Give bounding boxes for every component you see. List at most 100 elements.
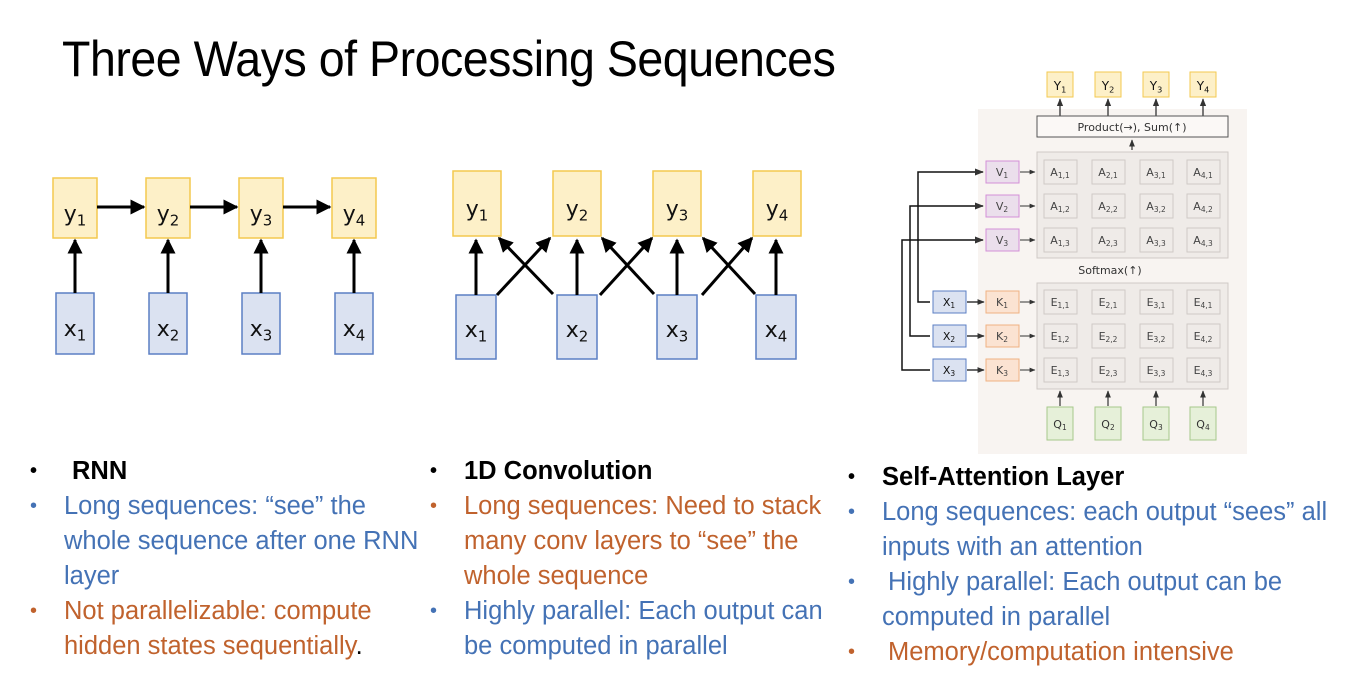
aggregate-label: Product(→), Sum(↑) <box>1077 121 1186 134</box>
bullet-item: • Highly parallel: Each output can be com… <box>430 594 840 664</box>
rnn-input-box <box>148 292 188 355</box>
attention-weight-cell <box>1139 193 1174 219</box>
attention-weight-cell-label: A2,3 <box>1098 234 1118 248</box>
conv-output-box <box>752 170 802 237</box>
value-label: V3 <box>996 234 1009 248</box>
energy-cell-label: E4,1 <box>1194 296 1213 310</box>
attention-output-box <box>1094 71 1122 98</box>
slide-title: Three Ways of Processing Sequences <box>62 31 836 87</box>
attention-output-box <box>1189 71 1217 98</box>
rnn-input-label: x4 <box>343 317 366 344</box>
query-box <box>1189 406 1217 441</box>
rnn-bullets: • RNN • Long sequences: “see” the whole seq… <box>30 454 430 664</box>
value-box <box>985 228 1020 252</box>
bullet-icon: • <box>30 495 38 517</box>
energy-cell-label: E1,1 <box>1051 296 1070 310</box>
input-label: X1 <box>943 296 956 310</box>
conv-output-box <box>552 170 602 237</box>
input-to-value-route <box>901 236 984 371</box>
bullet-icon: • <box>848 641 856 663</box>
bullet-text: Long sequences: Need to stack many conv … <box>464 492 822 590</box>
energy-cell-label: E3,2 <box>1147 330 1166 344</box>
attention-output-label: Y3 <box>1149 79 1163 94</box>
value-label: V1 <box>996 166 1009 180</box>
attention-weight-cell <box>1139 227 1174 253</box>
attention-output-box <box>1142 71 1170 98</box>
conv-output-box <box>652 170 702 237</box>
bullet-icon: • <box>848 571 856 593</box>
key-label: K2 <box>996 330 1008 344</box>
attention-output-label: Y2 <box>1101 79 1115 94</box>
bullet-item: •Long sequences: Need to stack many conv… <box>430 489 840 594</box>
conv-output-label: y3 <box>666 197 689 224</box>
attention-weight-cell-label: A3,2 <box>1146 200 1165 214</box>
bullet-icon: • <box>30 460 38 482</box>
attention-weight-cell-label: A1,2 <box>1050 200 1069 214</box>
attention-output-label: Y1 <box>1053 79 1067 94</box>
conv-output-label: y1 <box>466 197 489 224</box>
energy-cell-label: E3,3 <box>1147 364 1166 378</box>
bullet-icon: • <box>848 466 856 488</box>
rnn-output-box <box>331 177 377 239</box>
rnn-output-label: y3 <box>250 202 273 229</box>
energy-cell-label: E4,2 <box>1194 330 1213 344</box>
attention-weight-cell <box>1139 159 1174 185</box>
bullet-item: •Highly parallel: Each output can be com… <box>848 565 1328 635</box>
column-heading: • Self-Attention Layer <box>848 460 1328 495</box>
energy-cell-label: E4,3 <box>1194 364 1213 378</box>
conv-diagonal-arrow <box>700 236 754 296</box>
rnn-input-label: x3 <box>250 317 273 344</box>
attention-output-label: Y4 <box>1196 79 1210 94</box>
conv-input-label: x3 <box>666 318 689 345</box>
rnn-output-box <box>52 177 98 239</box>
input-box <box>932 290 967 314</box>
conv-diagonal-arrow <box>495 236 552 297</box>
attention-weight-cell <box>1091 193 1126 219</box>
value-box <box>985 160 1020 184</box>
energy-cell <box>1091 323 1126 349</box>
query-box <box>1046 406 1074 441</box>
energy-cell <box>1186 323 1221 349</box>
key-label: K3 <box>996 364 1008 378</box>
query-label: Q1 <box>1053 418 1067 432</box>
attention-weight-cell-label: A3,3 <box>1146 234 1166 248</box>
conv-input-label: x4 <box>765 318 788 345</box>
column-heading: • RNN <box>30 454 430 489</box>
conv-diagonal-arrow <box>600 236 656 296</box>
attention-weight-cell <box>1186 227 1221 253</box>
bullet-text: Long sequences: “see” the whole sequence… <box>64 492 419 590</box>
bullet-text: Not parallelizable: compute hidden state… <box>64 597 372 660</box>
attention-weight-cell <box>1186 193 1221 219</box>
rnn-input-box <box>55 292 95 355</box>
key-label: K1 <box>996 296 1008 310</box>
energy-cell-label: E2,2 <box>1099 330 1118 344</box>
rnn-output-label: y1 <box>64 202 87 229</box>
bullet-text: Highly parallel: Each output can be comp… <box>464 597 823 660</box>
rnn-input-box <box>334 292 374 355</box>
conv-bullets: •1D Convolution•Long sequences: Need to … <box>430 454 840 664</box>
attention-weight-cell-label: A4,2 <box>1193 200 1212 214</box>
column-heading: •1D Convolution <box>430 454 840 489</box>
energy-cell <box>1139 357 1174 383</box>
softmax-label: Softmax(↑) <box>1078 264 1141 277</box>
attention-weight-cell <box>1043 159 1078 185</box>
heading-text: Self-Attention Layer <box>882 463 1125 491</box>
attention-weight-cell <box>1091 227 1126 253</box>
key-box <box>985 358 1020 382</box>
attention-weight-cell-label: A4,1 <box>1193 166 1213 180</box>
attention-weight-cell-label: A3,1 <box>1146 166 1166 180</box>
rnn-output-label: y2 <box>157 202 180 229</box>
bullet-icon: • <box>430 600 438 622</box>
bullet-item: •Not parallelizable: compute hidden stat… <box>30 594 430 664</box>
bullet-item: •Memory/computation intensive <box>848 635 1328 670</box>
heading-text: RNN <box>72 457 128 485</box>
energy-cell-label: E2,1 <box>1099 296 1118 310</box>
energy-cell-label: E1,3 <box>1051 364 1070 378</box>
rnn-output-box <box>238 177 284 239</box>
heading-text: 1D Convolution <box>464 457 653 485</box>
rnn-input-label: x2 <box>157 317 180 344</box>
